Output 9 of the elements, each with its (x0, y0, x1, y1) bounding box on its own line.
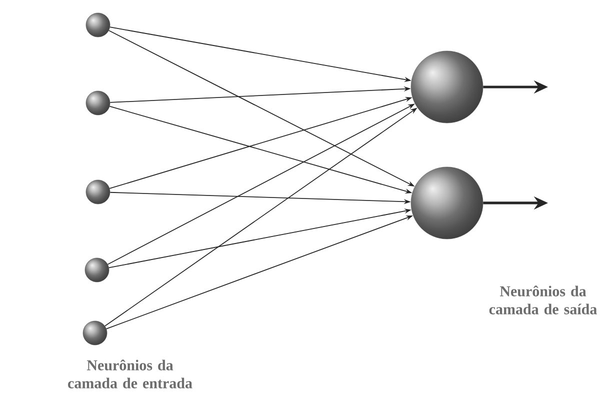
layer-label: Neurônios da camada de entrada (68, 360, 192, 388)
input-neuron (86, 12, 110, 38)
output-neuron (410, 166, 484, 240)
input-neuron (86, 90, 110, 116)
input-neuron (86, 180, 110, 204)
output-neuron (410, 50, 484, 124)
input-neuron (84, 258, 110, 282)
input-neuron (82, 320, 108, 346)
layer-label: Neurônios da camada de saída (489, 286, 597, 314)
